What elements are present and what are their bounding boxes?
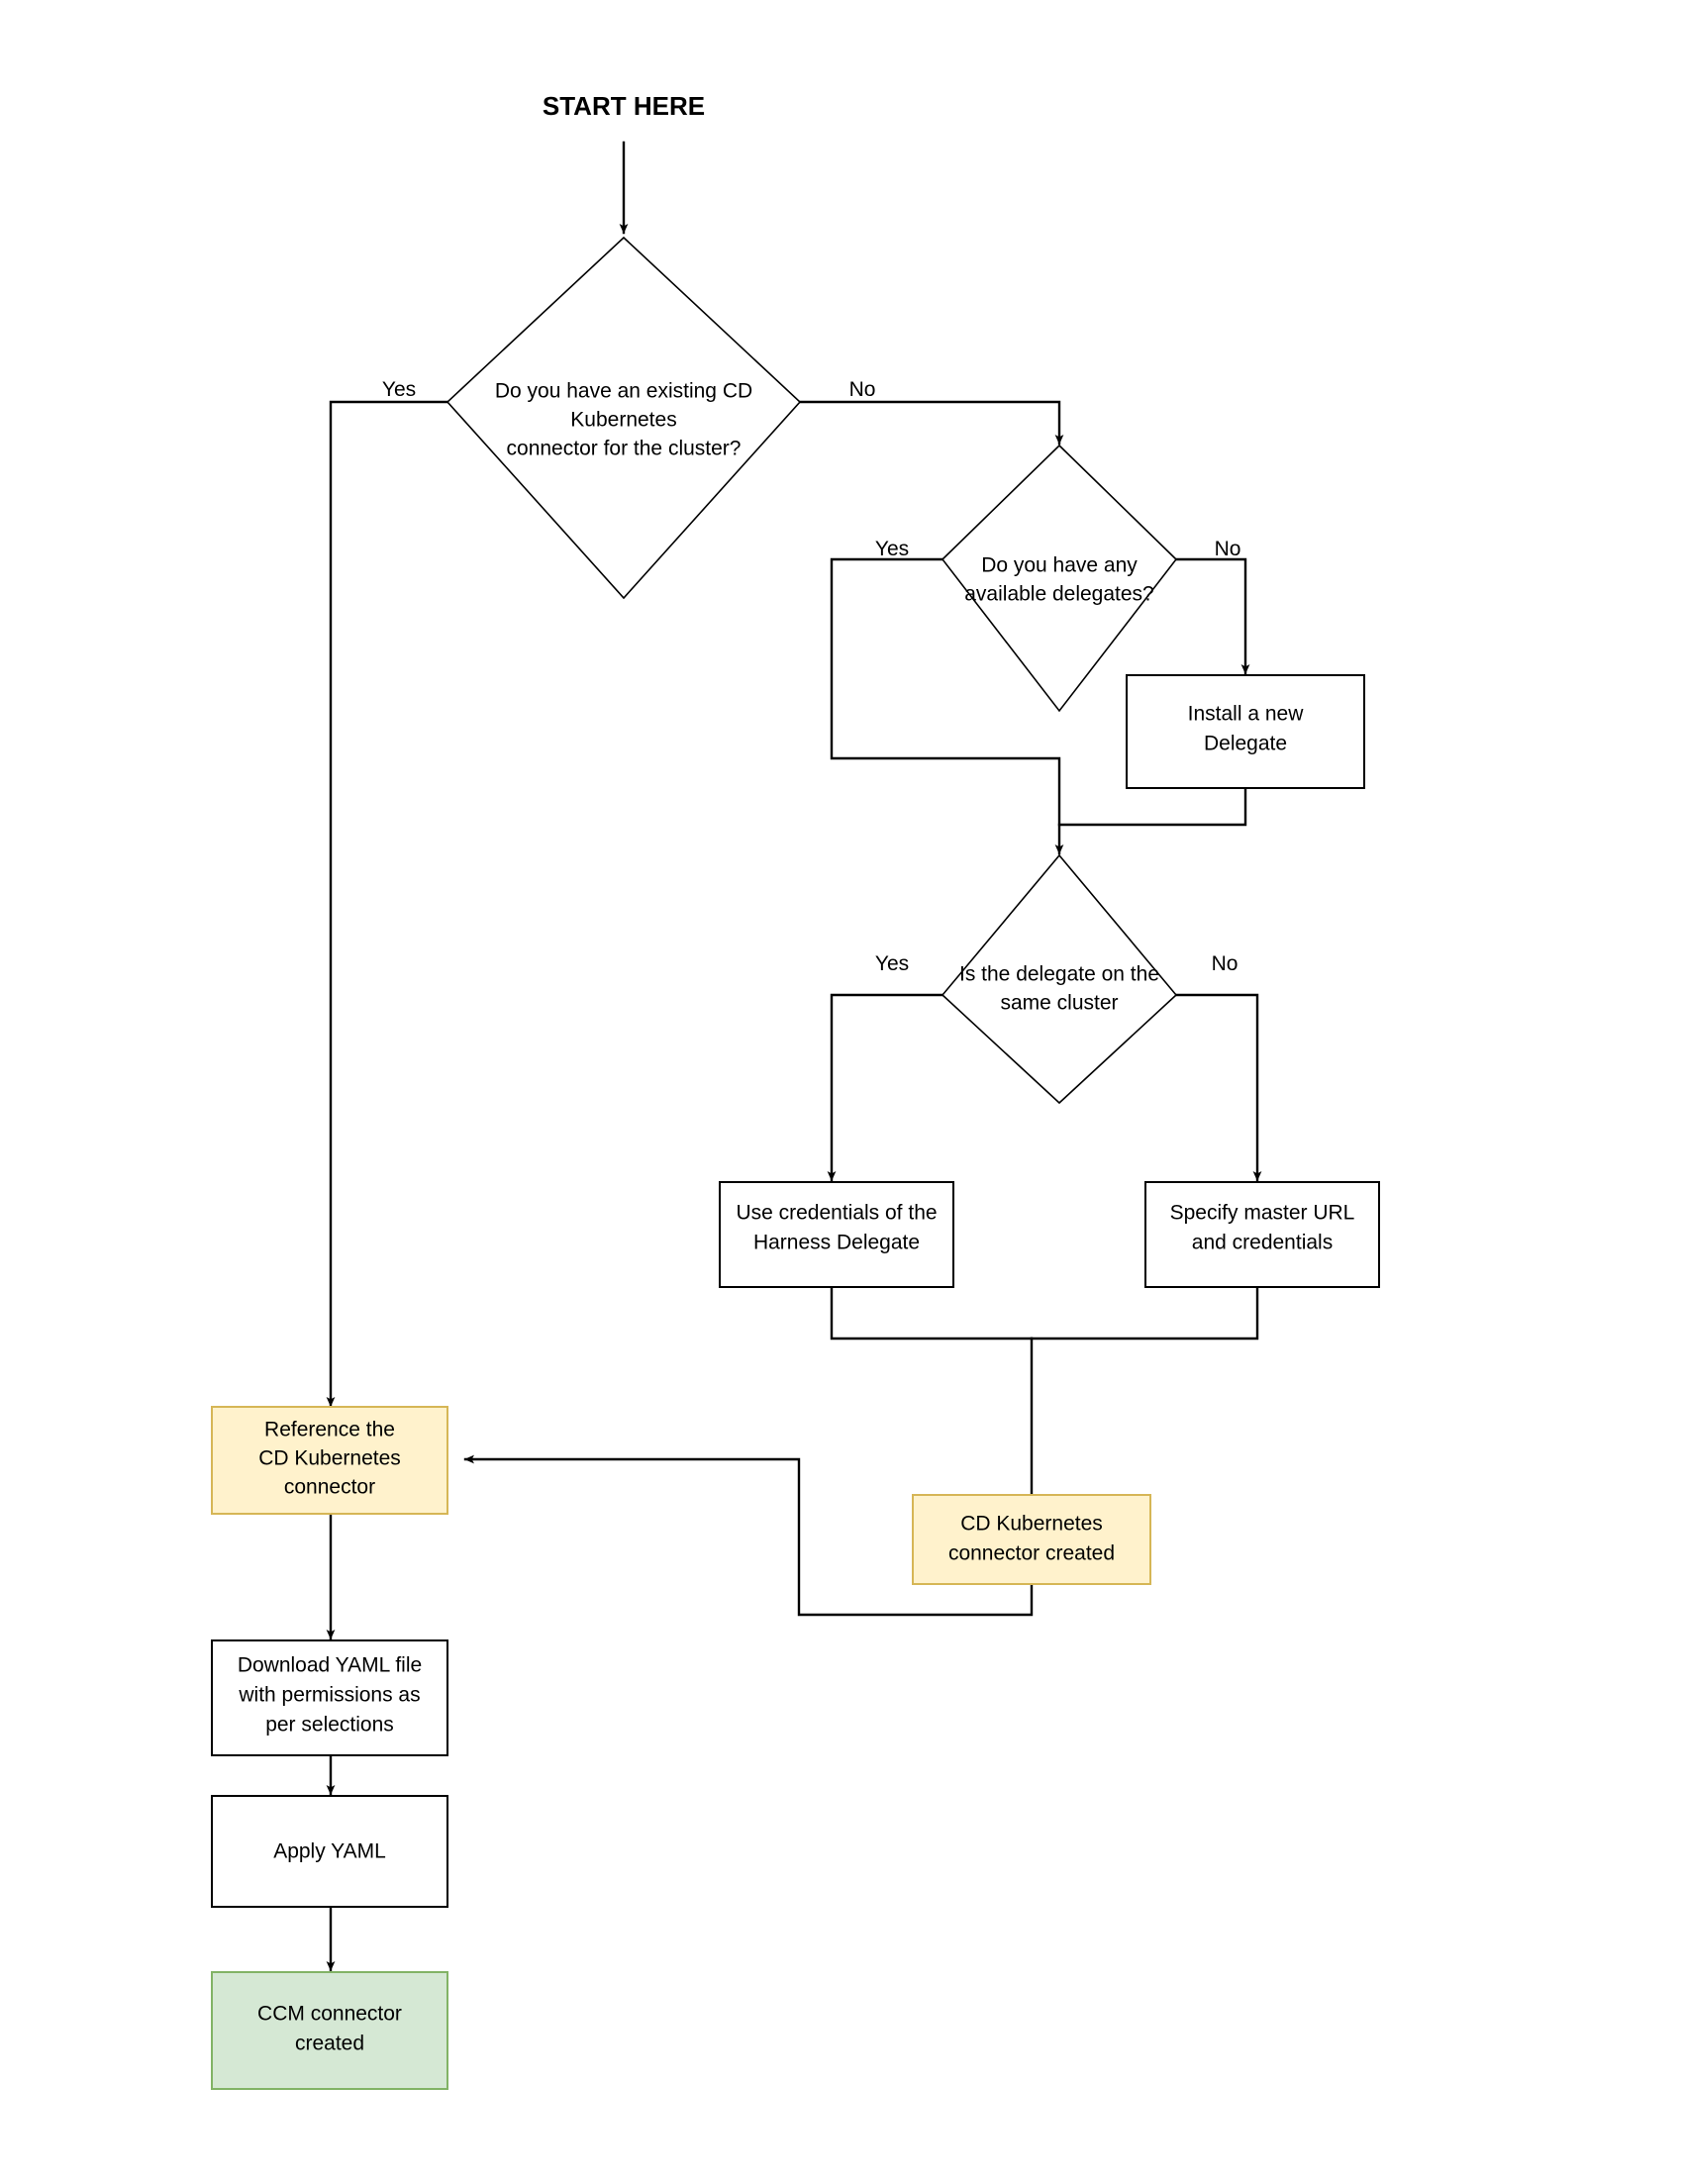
reference-connector-line-3: connector <box>284 1476 375 1499</box>
node-cd-connector-created[interactable]: CD Kubernetes connector created <box>912 1494 1151 1585</box>
reference-connector-shape <box>211 1406 448 1515</box>
node-decision-existing-connector[interactable]: Do you have an existing CD Kubernetes co… <box>446 236 802 600</box>
ccm-connector-created-line-2: created <box>295 2033 364 2055</box>
use-credentials-line-1: Use credentials of the <box>736 1202 937 1225</box>
edge-existing-connector-yes-to-reference <box>326 400 449 1408</box>
edge-cd-connector-created-to-reference <box>463 1454 1034 1617</box>
ccm-connector-created-line-1: CCM connector <box>257 2003 402 2026</box>
install-delegate-line-1: Install a new <box>1188 703 1305 726</box>
edge-label-existing-connector-yes: Yes <box>382 378 416 401</box>
ccm-connector-created-shape <box>211 1971 448 2090</box>
use-credentials-line-2: Harness Delegate <box>753 1232 920 1254</box>
apply-yaml-line-1: Apply YAML <box>273 1840 386 1863</box>
edge-label-existing-connector-no: No <box>849 378 876 401</box>
node-specify-master-url[interactable]: Specify master URL and credentials <box>1144 1181 1380 1288</box>
edge-label-delegates-yes: Yes <box>875 538 909 560</box>
edge-specify-master-url-to-merge <box>1030 1285 1259 1340</box>
decision-existing-connector-line-2: Kubernetes <box>570 409 676 432</box>
node-decision-same-cluster[interactable]: Is the delegate on the same cluster <box>941 853 1178 1105</box>
edge-use-credentials-to-merge <box>830 1285 1034 1340</box>
cd-connector-created-line-2: connector created <box>948 1542 1115 1565</box>
use-credentials-shape <box>719 1181 954 1288</box>
download-yaml-line-1: Download YAML file <box>238 1654 422 1677</box>
node-download-yaml[interactable]: Download YAML file with permissions as p… <box>211 1639 448 1756</box>
install-delegate-shape <box>1126 674 1365 789</box>
edge-same-cluster-no-to-specify-master-url <box>1174 993 1262 1182</box>
edge-existing-connector-no-to-delegates <box>798 400 1064 446</box>
node-reference-connector[interactable]: Reference the CD Kubernetes connector <box>211 1406 448 1515</box>
node-use-credentials[interactable]: Use credentials of the Harness Delegate <box>719 1181 954 1288</box>
edge-label-same-cluster-yes: Yes <box>875 952 909 975</box>
specify-master-url-line-2: and credentials <box>1192 1232 1333 1254</box>
specify-master-url-line-1: Specify master URL <box>1170 1202 1355 1225</box>
edge-same-cluster-yes-to-use-credentials <box>827 993 944 1182</box>
reference-connector-line-1: Reference the <box>264 1419 395 1441</box>
node-ccm-connector-created[interactable]: CCM connector created <box>211 1971 448 2090</box>
apply-yaml-shape <box>211 1795 448 1908</box>
decision-available-delegates-line-2: available delegates? <box>964 583 1153 606</box>
decision-available-delegates-line-1: Do you have any <box>981 554 1138 577</box>
download-yaml-line-3: per selections <box>265 1714 394 1737</box>
decision-same-cluster-line-2: same cluster <box>1000 992 1118 1015</box>
start-here-label: START HERE <box>543 91 705 121</box>
decision-same-cluster-line-1: Is the delegate on the <box>959 963 1159 986</box>
edge-install-delegate-to-same-cluster <box>1057 786 1247 827</box>
cd-connector-created-shape <box>912 1494 1151 1585</box>
decision-available-delegates-shape <box>941 444 1178 713</box>
specify-master-url-shape <box>1144 1181 1380 1288</box>
install-delegate-line-2: Delegate <box>1204 733 1287 755</box>
edge-label-delegates-no: No <box>1215 538 1241 560</box>
decision-existing-connector-line-3: connector for the cluster? <box>507 438 742 460</box>
download-yaml-line-2: with permissions as <box>238 1684 420 1707</box>
edge-delegates-no-to-install-delegate <box>1174 557 1250 675</box>
decision-existing-connector-line-1: Do you have an existing CD <box>495 380 752 403</box>
download-yaml-shape <box>211 1639 448 1756</box>
node-apply-yaml[interactable]: Apply YAML <box>211 1795 448 1908</box>
reference-connector-line-2: CD Kubernetes <box>258 1447 401 1470</box>
decision-existing-connector-shape <box>446 236 802 600</box>
edge-label-same-cluster-no: No <box>1212 952 1239 975</box>
node-decision-available-delegates[interactable]: Do you have any available delegates? <box>941 444 1178 713</box>
edge-delegates-yes-to-same-cluster <box>830 557 1064 855</box>
cd-connector-created-line-1: CD Kubernetes <box>960 1513 1103 1536</box>
decision-same-cluster-shape <box>941 853 1178 1105</box>
node-install-delegate[interactable]: Install a new Delegate <box>1126 674 1365 789</box>
